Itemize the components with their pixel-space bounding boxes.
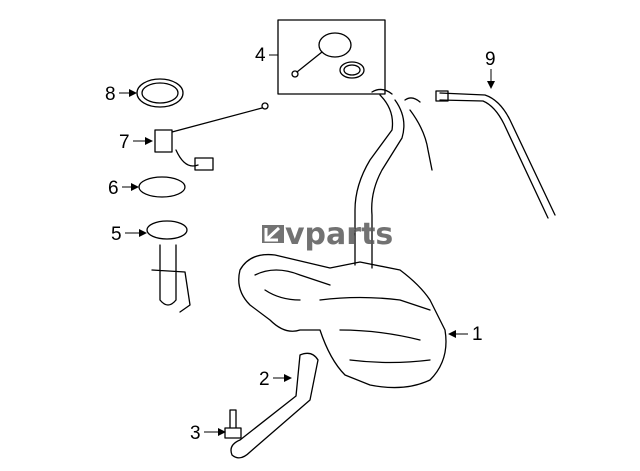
callout-6: 6 (108, 178, 139, 199)
tank-strap-part[interactable] (230, 352, 319, 459)
svg-text:8: 8 (105, 84, 116, 105)
fuel-pump-part[interactable] (146, 220, 191, 313)
callout-4: 4 (255, 45, 278, 66)
lock-ring-part[interactable] (136, 78, 184, 108)
svg-text:3: 3 (190, 423, 201, 444)
callout-8: 8 (105, 84, 137, 105)
watermark-text: vparts (285, 217, 393, 252)
callout-1: 1 (448, 324, 483, 345)
svg-text:2: 2 (259, 369, 270, 390)
callout-7: 7 (119, 132, 153, 153)
svg-text:1: 1 (472, 324, 483, 345)
svg-text:9: 9 (485, 49, 496, 70)
bolt-part[interactable] (224, 409, 242, 439)
svg-text:7: 7 (119, 132, 130, 153)
svg-text:4: 4 (255, 45, 266, 66)
svg-text:5: 5 (111, 224, 122, 245)
seal-ring-part[interactable] (138, 176, 186, 198)
callout-5: 5 (111, 224, 147, 245)
fuel-sender-part[interactable] (154, 102, 269, 171)
svg-text:6: 6 (108, 178, 119, 199)
vparts-watermark-logo: vparts (262, 217, 393, 252)
vent-hose-part[interactable] (435, 90, 556, 219)
fuel-cap-kit-part[interactable] (277, 19, 386, 95)
fuel-tank-part[interactable] (238, 88, 447, 389)
callout-9: 9 (485, 49, 496, 89)
callout-2: 2 (259, 369, 292, 390)
callout-3: 3 (190, 423, 226, 444)
